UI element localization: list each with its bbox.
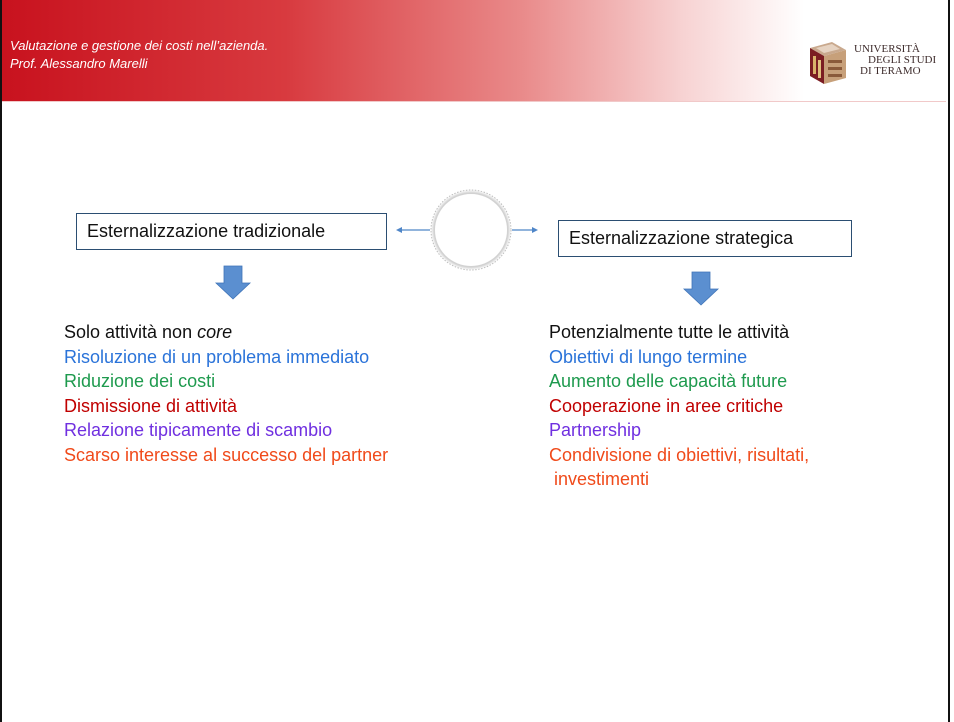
list-item: Riduzione dei costi	[64, 371, 216, 391]
list-item: Relazione tipicamente di scambio	[64, 420, 333, 440]
logo-cube-icon	[810, 42, 846, 84]
traditional-outsourcing-label: Esternalizzazione tradizionale	[87, 221, 326, 241]
list-item: Partnership	[549, 420, 642, 440]
cycle-ring-inner	[435, 194, 507, 266]
list-item-text: Solo attività non	[64, 322, 198, 342]
traditional-list: Solo attività non core Risoluzione di un…	[64, 320, 388, 467]
list-item: Risoluzione di un problema immediato	[64, 346, 370, 367]
strategic-list: Potenzialmente tutte le attività Obietti…	[549, 320, 809, 492]
university-logo: UNIVERSITÀ DEGLI STUDI DI TERAMO	[802, 38, 952, 90]
logo-text: UNIVERSITÀ DEGLI STUDI DI TERAMO	[854, 44, 936, 77]
logo-line-3: DI TERAMO	[860, 65, 921, 77]
left-arrowhead-icon	[396, 227, 402, 233]
list-item: Dismissione di attività	[64, 395, 238, 416]
course-info: Valutazione e gestione dei costi nell’az…	[10, 37, 268, 73]
logo-line-1: UNIVERSITÀ	[854, 43, 920, 55]
strategic-outsourcing-box: Esternalizzazione strategica	[558, 220, 852, 257]
left-down-arrow-icon	[214, 265, 252, 300]
list-item: Solo attività non core	[64, 320, 388, 345]
list-item: Cooperazione in aree critiche	[549, 395, 784, 416]
list-item-emphasis: core	[197, 322, 233, 342]
list-item: Obiettivi di lungo termine	[549, 346, 748, 367]
list-item: Scarso interesse al successo del partner	[64, 444, 389, 465]
logo-line-2: DEGLI STUDI	[868, 54, 937, 66]
slide-header: Valutazione e gestione dei costi nell’az…	[2, 0, 946, 101]
list-item: Aumento delle capacità future	[549, 371, 788, 391]
course-title: Valutazione e gestione dei costi nell’az…	[10, 38, 269, 53]
list-item: Potenzialmente tutte le attività	[549, 322, 790, 342]
right-down-arrow-icon	[682, 271, 720, 306]
header-divider	[2, 101, 946, 102]
list-item: investimenti	[549, 469, 650, 489]
strategic-outsourcing-label: Esternalizzazione strategica	[569, 228, 794, 248]
traditional-outsourcing-box: Esternalizzazione tradizionale	[76, 213, 387, 250]
list-item: Condivisione di obiettivi, risultati,	[549, 444, 810, 465]
right-arrowhead-icon	[532, 227, 538, 233]
professor-name: Prof. Alessandro Marelli	[10, 56, 148, 71]
